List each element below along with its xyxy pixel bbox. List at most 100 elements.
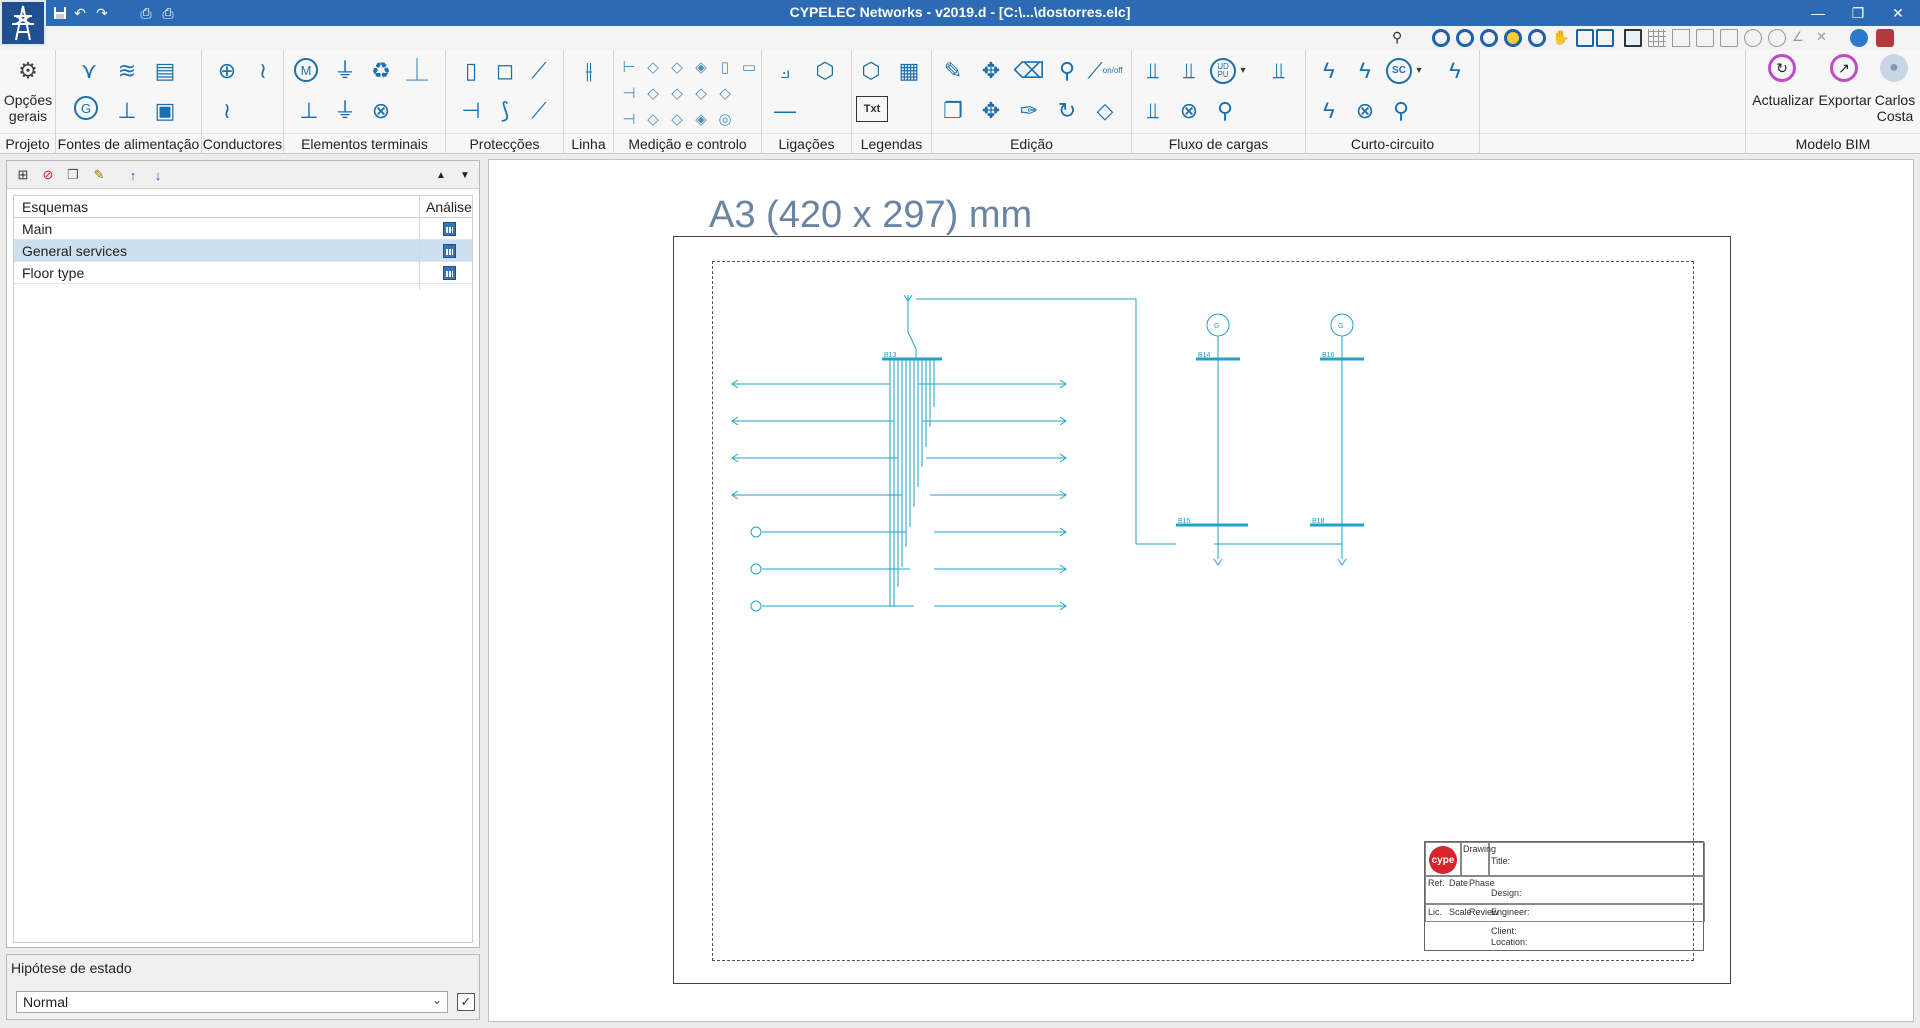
ortho-icon[interactable] — [1696, 29, 1714, 47]
battery-icon[interactable]: ⊥ — [117, 98, 137, 123]
undo-icon[interactable]: ↶ — [74, 4, 86, 21]
calculator-icon[interactable] — [443, 266, 456, 280]
sc-icon[interactable]: SC — [1386, 58, 1412, 84]
connection-icon[interactable]: ⟓ — [779, 58, 791, 83]
pan-icon[interactable]: ✋ — [1552, 29, 1570, 45]
tools-icon[interactable]: ✕ — [1816, 29, 1827, 44]
toggle-onoff-icon[interactable]: ⟋on/off — [1087, 58, 1123, 83]
counter-icon[interactable]: ▯ — [720, 58, 730, 76]
shortcircuit-search-icon[interactable]: ⚲ — [1392, 98, 1410, 123]
update-icon[interactable]: ↻ — [1768, 54, 1796, 82]
table-row[interactable]: Main — [14, 218, 472, 240]
save-icon[interactable] — [50, 3, 70, 23]
view-icon[interactable] — [1576, 29, 1594, 47]
motor-icon[interactable]: M — [294, 58, 318, 82]
breaker-icon[interactable]: ◻ — [495, 58, 515, 83]
display-icon[interactable]: ▭ — [741, 58, 757, 76]
selector-icon[interactable]: ◇ — [671, 110, 683, 128]
collapse-up-icon[interactable]: ▲ — [436, 169, 446, 181]
cable-icon[interactable]: ≀ — [258, 58, 268, 83]
close-button[interactable]: ✕ — [1892, 4, 1904, 21]
search-element-icon[interactable]: ⚲ — [1058, 58, 1076, 83]
table-row[interactable]: General services — [14, 240, 472, 262]
zoom-window-icon[interactable] — [1456, 29, 1474, 47]
table-row[interactable]: Floor type — [14, 262, 472, 284]
frame-icon[interactable] — [1624, 29, 1642, 47]
user-avatar-icon[interactable]: ● — [1880, 54, 1908, 82]
disconnector-icon[interactable]: ⊣ — [461, 98, 481, 123]
web-icon[interactable] — [1850, 29, 1868, 47]
opcoes-gerais-button[interactable]: Opções gerais — [0, 92, 56, 124]
sc-dropdown-icon[interactable]: ▾ — [1416, 65, 1422, 76]
restore-button[interactable]: ❐ — [1851, 4, 1865, 21]
line-icon[interactable]: ⫲ — [585, 58, 593, 83]
find-icon[interactable]: ⚲ — [1392, 29, 1403, 45]
loadflow-search-icon[interactable]: ⚲ — [1216, 98, 1234, 123]
generator-icon[interactable]: G — [74, 96, 98, 120]
switch-icon[interactable]: ⟋ — [531, 58, 547, 83]
vt-icon[interactable]: ◇ — [671, 58, 683, 76]
move-up-icon[interactable]: ↑ — [129, 167, 137, 183]
fuse-icon[interactable]: ▯ — [464, 58, 478, 83]
print-preview-icon[interactable]: ⎙ — [162, 4, 174, 21]
loadflow-report-icon[interactable]: ⫫ — [1272, 58, 1286, 83]
edit-scheme-icon[interactable]: ✎ — [93, 167, 105, 182]
brush-icon[interactable]: ✑ — [1019, 98, 1039, 123]
settings-icon[interactable] — [1744, 29, 1762, 47]
apply-checkbox-icon[interactable]: ✓ — [457, 993, 475, 1011]
lamp-indicator-icon[interactable]: ◎ — [718, 110, 732, 128]
exportar-button[interactable]: Exportar — [1818, 92, 1872, 108]
loadflow-icon[interactable]: ⫫ — [1146, 58, 1160, 83]
bypass-icon[interactable]: ◇ — [647, 110, 659, 128]
hypothesis-select[interactable]: Normal ⌄ — [16, 991, 448, 1013]
minimize-button[interactable]: — — [1811, 5, 1825, 21]
shortcircuit-delete-icon[interactable]: ⊗ — [1355, 98, 1375, 123]
ups-icon[interactable]: ▣ — [154, 98, 176, 123]
relay-icon[interactable]: ⟋ — [531, 98, 547, 123]
new-scheme-icon[interactable]: ⊞ — [17, 167, 29, 182]
zoom-extents-icon[interactable] — [1504, 29, 1522, 47]
indicator-icon[interactable]: ◈ — [695, 110, 707, 128]
shortcircuit-report-icon[interactable]: ϟ — [1449, 58, 1461, 83]
shortcircuit-icon[interactable]: ϟ — [1323, 58, 1335, 83]
loadflow-check-icon[interactable]: ⫫ — [1182, 58, 1196, 83]
copy-icon[interactable]: ❐ — [943, 98, 963, 123]
calculator-icon[interactable] — [443, 244, 456, 258]
panel-splitter[interactable] — [483, 160, 487, 1020]
copy-scheme-icon[interactable]: ❐ — [67, 167, 79, 182]
move-icon[interactable]: ✥ — [981, 58, 1001, 83]
recycle-load-icon[interactable]: ♻ — [371, 58, 391, 83]
zoom-out-icon[interactable] — [1528, 29, 1546, 47]
user-button[interactable]: Carlos Costa — [1870, 92, 1920, 124]
loadflow-delete-icon[interactable]: ⊗ — [1179, 98, 1199, 123]
load-icon[interactable]: ⏚ — [333, 58, 356, 83]
rcd-icon[interactable]: ⟆ — [500, 98, 510, 123]
snap-icon[interactable] — [1672, 29, 1690, 47]
conductor-icon[interactable]: ⊕ — [217, 58, 237, 83]
table-icon[interactable]: ▦ — [898, 58, 920, 83]
relay-control-icon[interactable]: ◇ — [647, 84, 659, 102]
zoom-icon[interactable] — [1432, 29, 1450, 47]
measure-icon[interactable]: ∠ — [1792, 29, 1804, 44]
busbar-icon[interactable]: ≀ — [222, 98, 232, 123]
app-logo-icon[interactable] — [0, 0, 46, 46]
collapse-down-icon[interactable]: ▼ — [460, 169, 470, 181]
earth-icon[interactable]: ⏊ — [405, 58, 428, 83]
timer-icon[interactable]: ◇ — [671, 84, 683, 102]
transformer-icon[interactable]: ⋎ — [80, 58, 98, 83]
ct-icon[interactable]: ◇ — [647, 58, 659, 76]
layers-icon[interactable]: ◇ — [1096, 98, 1114, 123]
legend-shape-icon[interactable]: ⬡ — [861, 58, 881, 83]
interlock-icon[interactable]: ⊣ — [622, 110, 636, 128]
delete-scheme-icon[interactable]: ⊘ — [42, 167, 54, 182]
shortcircuit-settings-icon[interactable]: ϟ — [1323, 98, 1335, 123]
meter-icon[interactable]: ⊢ — [622, 58, 636, 76]
zoom-in-icon[interactable] — [1480, 29, 1498, 47]
capacitor-icon[interactable]: ⊥ — [299, 98, 319, 123]
calculator-icon[interactable] — [443, 222, 456, 236]
lamp-icon[interactable]: ⊗ — [371, 98, 391, 123]
help-icon[interactable] — [1876, 29, 1894, 47]
single-line-diagram[interactable]: B13 B14 B16 B15 B18 G G — [674, 237, 1732, 985]
export-icon[interactable]: ↗ — [1830, 54, 1858, 82]
